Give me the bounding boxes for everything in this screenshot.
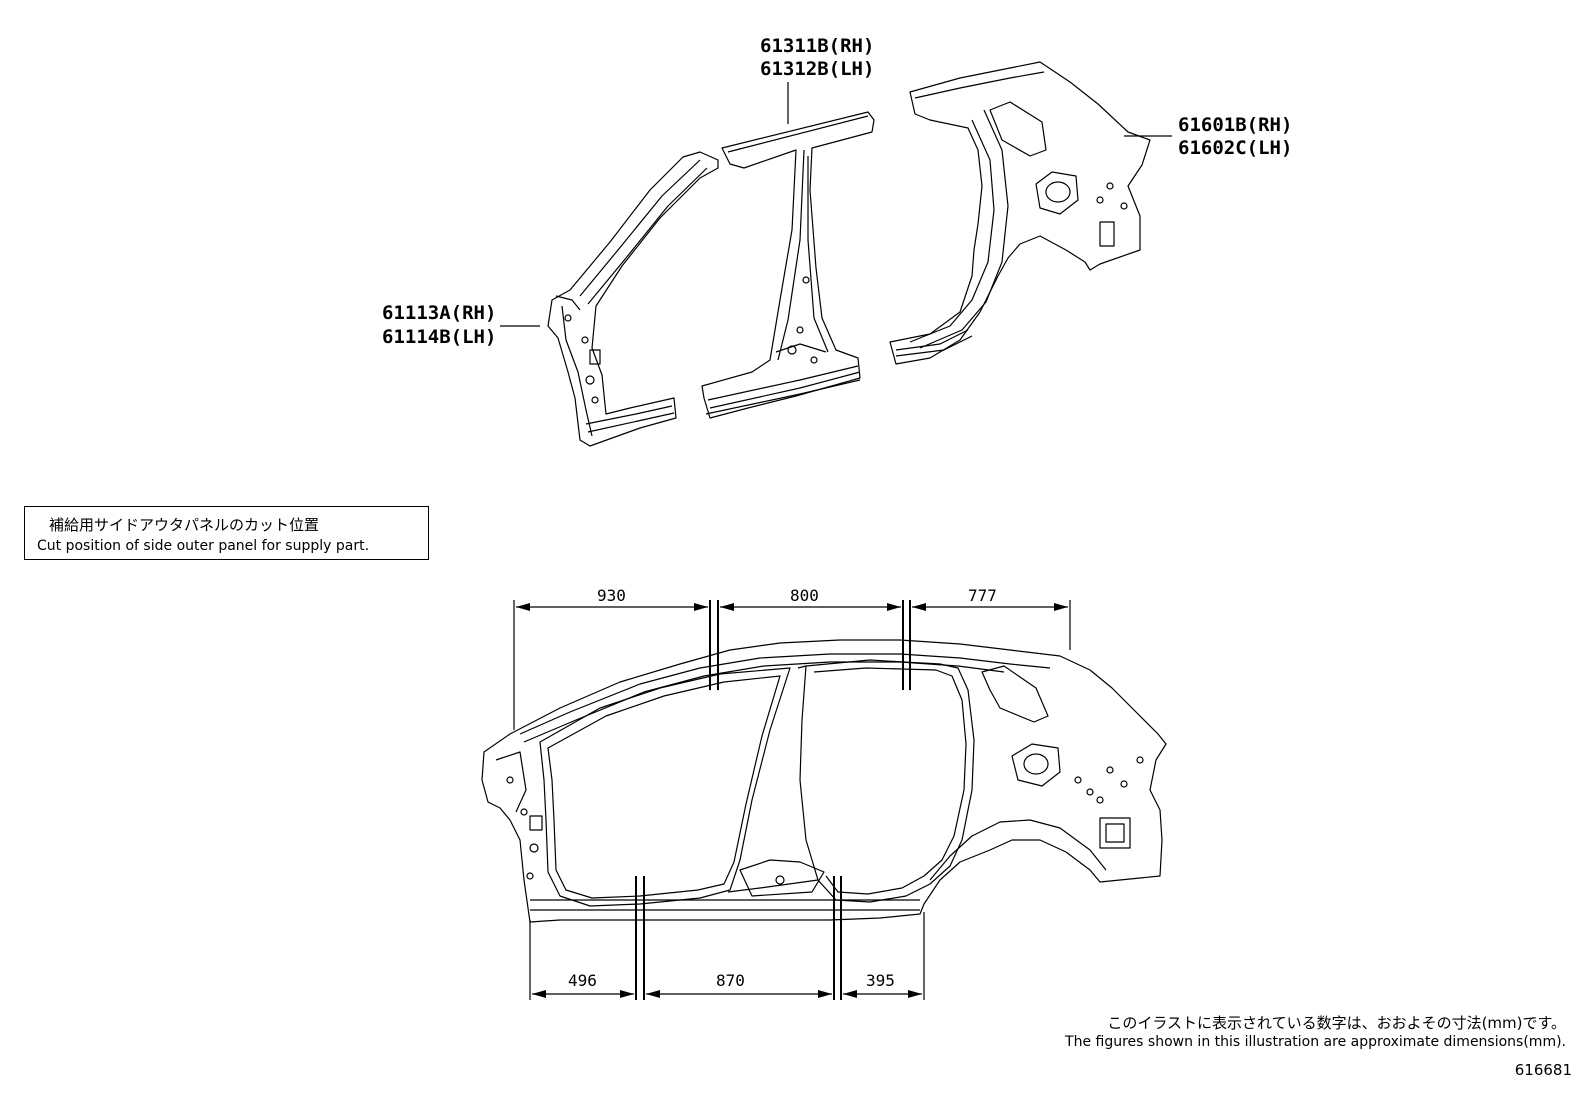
dimension-arrowheads [516, 603, 1068, 998]
note-english: Cut position of side outer panel for sup… [37, 538, 370, 554]
dimension-lines [516, 606, 1068, 995]
cut-lines [635, 600, 911, 1000]
quarter-panel-rh-label: 61601B(RH) [1178, 114, 1292, 136]
center-pillar-part [701, 111, 875, 419]
quarter-panel-lh-label: 61602C(LH) [1178, 137, 1292, 159]
dimension-upper-3: 777 [968, 586, 997, 605]
assembled-side-panel [481, 639, 1167, 923]
figure-id: 616681 [1514, 1061, 1572, 1079]
dimension-lower-2: 870 [716, 971, 745, 990]
dimension-upper-1: 930 [597, 586, 626, 605]
front-pillar-rh-label: 61113A(RH) [382, 302, 496, 324]
dimension-lower-3: 395 [866, 971, 895, 990]
center-pillar-lh-label: 61312B(LH) [760, 58, 874, 80]
dimension-lower-1: 496 [568, 971, 597, 990]
footer-note-english: The figures shown in this illustration a… [1065, 1034, 1566, 1050]
cut-position-note: 補給用サイドアウタパネルのカット位置 Cut position of side … [24, 506, 429, 560]
extension-lines [513, 600, 1071, 1000]
center-pillar-rh-label: 61311B(RH) [760, 35, 874, 57]
front-pillar-lh-label: 61114B(LH) [382, 326, 496, 348]
leader-lines [500, 82, 1172, 327]
front-pillar-part [547, 151, 719, 447]
quarter-panel-part [889, 61, 1151, 365]
note-japanese: 補給用サイドアウタパネルのカット位置 [49, 516, 320, 534]
dimension-upper-2: 800 [790, 586, 819, 605]
footer-note-japanese: このイラストに表示されている数字は、おおよその寸法(mm)です。 [1107, 1014, 1566, 1032]
